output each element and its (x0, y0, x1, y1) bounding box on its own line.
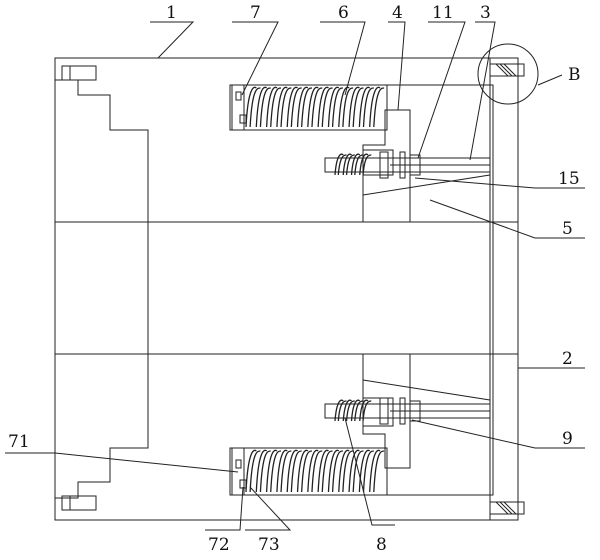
wedge-block-upper (362, 109, 491, 223)
label-72: 72 (208, 535, 230, 555)
label-73: 73 (258, 535, 280, 555)
label-1: 1 (166, 3, 177, 23)
big-spring-lower-coil (296, 449, 313, 493)
big-spring-lower-coil (317, 449, 333, 493)
big-spring-upper-coil (369, 86, 385, 128)
big-spring-lower-coil (245, 449, 261, 493)
big-spring-upper-coil (338, 86, 354, 128)
leader-lines (5, 21, 585, 531)
big-spring-lower-coil (276, 449, 292, 493)
big-spring-upper-coil (255, 86, 271, 128)
label-15: 15 (558, 169, 580, 189)
detail-circle-b (477, 43, 539, 105)
label-3: 3 (480, 3, 491, 23)
big-spring-upper-coil (317, 86, 333, 128)
big-spring-lower-coil (327, 449, 343, 493)
label-4: 4 (392, 3, 403, 23)
label-71: 71 (8, 432, 30, 452)
big-spring-upper-coil (327, 86, 343, 128)
rod-lower (324, 397, 491, 425)
big-spring-upper-coil (286, 86, 302, 128)
bolt-lower-right (489, 501, 525, 515)
big-spring-lower-coil (265, 449, 282, 493)
label-b: B (568, 65, 581, 85)
big-spring-lower-coil (338, 449, 354, 493)
label-8: 8 (376, 535, 387, 555)
big-spring-upper-coil (307, 86, 323, 128)
big-spring-upper-coil (265, 86, 282, 128)
big-spring-upper-coil (358, 86, 374, 128)
small-spring-lower-coil (334, 399, 347, 422)
small-spring-upper-coil (350, 153, 364, 176)
small-spring-upper-coil (334, 153, 347, 176)
big-spring-upper-coil (245, 86, 261, 128)
small-spring-lower-coil (350, 399, 364, 422)
big-spring-lower-coil (255, 449, 271, 493)
label-11: 11 (432, 3, 454, 23)
label-2: 2 (562, 349, 573, 369)
label-9: 9 (562, 429, 573, 449)
big-spring-lower (245, 449, 385, 493)
small-spring-lower-coil (359, 399, 372, 422)
label-6: 6 (338, 3, 349, 23)
rod-upper (324, 151, 491, 179)
label-7: 7 (250, 3, 261, 23)
small-spring-lower (334, 399, 372, 422)
big-spring-lower-coil (369, 449, 385, 493)
big-spring-lower-coil (358, 449, 374, 493)
big-spring-upper (245, 86, 385, 128)
small-spring-lower-coil (342, 399, 355, 422)
small-spring-upper-coil (342, 153, 355, 176)
small-spring-upper (334, 153, 372, 176)
big-spring-lower-coil (286, 449, 302, 493)
small-spring-upper-coil (359, 153, 372, 176)
wedge-block-lower (362, 353, 491, 469)
part-labels: 1 7 6 4 11 3 B 15 5 2 9 8 71 72 73 (8, 3, 581, 555)
big-spring-upper-coil (276, 86, 292, 128)
bolt-upper-right (489, 63, 525, 77)
big-spring-upper-coil (296, 86, 312, 128)
big-spring-lower-coil (307, 449, 323, 493)
big-spring-upper-coil (348, 86, 364, 128)
label-5: 5 (562, 219, 573, 239)
housing-upper (54, 57, 519, 223)
central-bore (54, 221, 519, 355)
